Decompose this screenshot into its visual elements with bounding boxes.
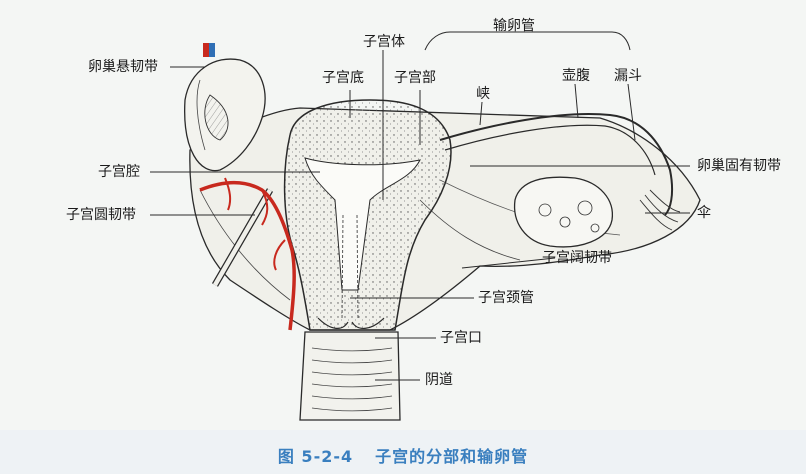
label-broad-ligament: 子宫阔韧带 [542, 250, 612, 266]
caption-title: 子宫的分部和输卵管 [375, 447, 528, 466]
label-fallopian-tube: 输卵管 [493, 18, 535, 34]
right-ovary [515, 177, 613, 247]
label-uterine-fundus: 子宫底 [322, 70, 364, 86]
suspensory-vessel-red [203, 43, 209, 57]
label-cervical-canal: 子宫颈管 [478, 290, 534, 306]
label-ovarian-suspensory-ligament: 卵巢悬韧带 [88, 59, 158, 75]
figure-caption: 图 5-2-4 子宫的分部和输卵管 [0, 443, 806, 467]
label-external-os: 子宫口 [440, 330, 482, 346]
suspensory-vessel-blue [209, 43, 215, 57]
label-fimbriae: 伞 [697, 205, 711, 221]
label-infundibulum: 漏斗 [614, 68, 642, 84]
label-round-ligament: 子宫圆韧带 [66, 207, 136, 223]
label-uterine-body: 子宫体 [363, 34, 405, 50]
vagina-shape [300, 332, 400, 420]
label-vagina: 阴道 [425, 372, 453, 388]
label-uterine-cavity: 子宫腔 [98, 164, 140, 180]
label-ampulla: 壶腹 [562, 68, 590, 84]
label-uterine-part: 子宫部 [394, 70, 436, 86]
label-ovarian-ligament: 卵巢固有韧带 [697, 158, 781, 174]
label-isthmus: 峡 [476, 86, 490, 102]
caption-number: 图 5-2-4 [278, 447, 353, 466]
